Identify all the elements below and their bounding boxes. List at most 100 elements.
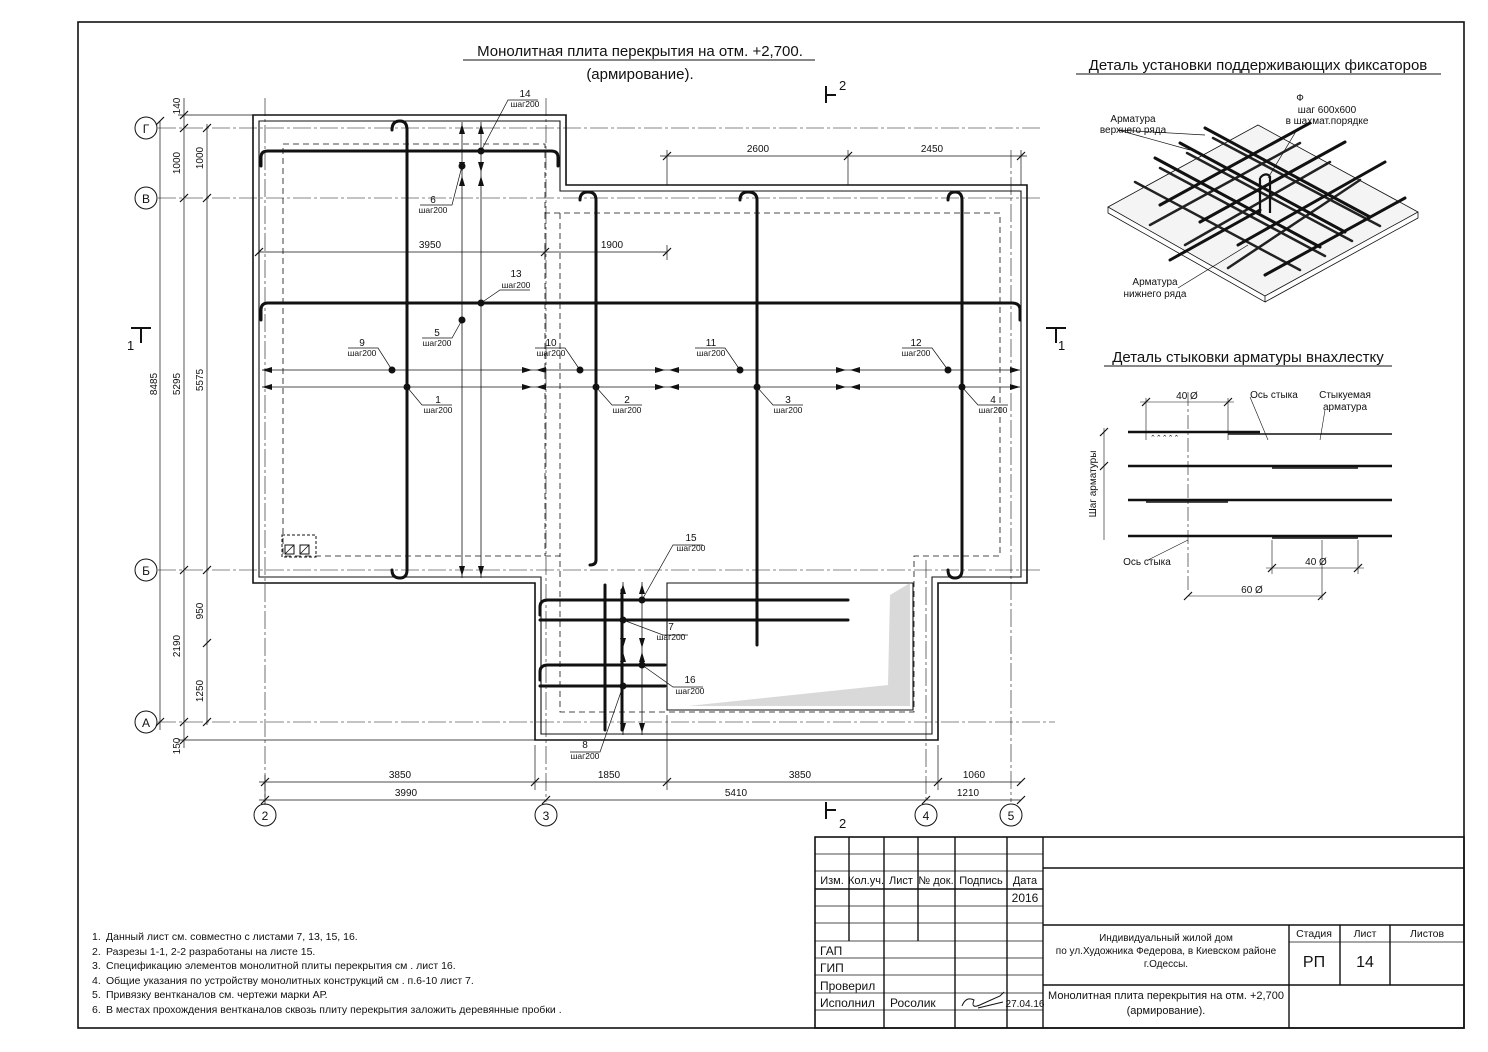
mark-15: 15: [685, 533, 697, 544]
dim-bottom-1210: 1210: [957, 788, 980, 799]
stamp-stage: РП: [1303, 954, 1325, 971]
dim-left-5295: 5295: [172, 372, 183, 395]
detail-fixators: Деталь установки поддерживающих фиксатор…: [1076, 57, 1441, 303]
axis-col-4: 4: [923, 809, 930, 823]
note-item: 5.Привязку вентканалов см. чертежи марки…: [92, 989, 328, 1002]
step-9: шаг200: [348, 348, 377, 358]
step-13: шаг200: [502, 280, 531, 290]
dim-left-2190: 2190: [172, 634, 183, 657]
detail2-axis-label: Ось стыка: [1250, 390, 1298, 401]
stamp-role-gip: ГИП: [820, 961, 844, 975]
note-item: 4.Общие указания по устройству монолитны…: [92, 974, 474, 987]
leaders: [348, 99, 1008, 753]
step-14: шаг200: [511, 99, 540, 109]
stamp-stage-h: Стадия: [1296, 928, 1332, 940]
mark-3: 3: [785, 395, 791, 406]
detail2-rebar-label1: Стыкуемая: [1319, 390, 1371, 401]
mark-14: 14: [519, 89, 531, 100]
section-marks: [131, 86, 1066, 819]
dim-total-8485: 8485: [149, 372, 160, 395]
detail1-bottom-label1: Арматура: [1132, 277, 1178, 288]
detail1-bottom-label2: нижнего ряда: [1124, 289, 1187, 300]
note-item: 2.Разрезы 1-1, 2-2 разработаны на листе …: [92, 945, 316, 958]
vent-channels: [281, 534, 317, 558]
note-item: 3.Спецификацию элементов монолитной плит…: [92, 960, 456, 973]
axis-row-a: А: [142, 716, 150, 730]
detail-lap-splice: Деталь стыковки арматуры внахлестку: [1088, 349, 1392, 601]
stamp-sheet: 14: [1356, 954, 1374, 971]
mark-9: 9: [359, 338, 365, 349]
row-axis-markers: Г В Б А: [134, 116, 158, 734]
dim-inner-5575: 5575: [195, 368, 206, 391]
stamp-col-sign: Подпись: [959, 875, 1003, 887]
mark-12: 12: [910, 338, 922, 349]
step-6: шаг200: [419, 205, 448, 215]
dim-left-1000a: 1000: [172, 151, 183, 174]
mark-8: 8: [582, 740, 588, 751]
detail1-title: Деталь установки поддерживающих фиксатор…: [1089, 57, 1428, 74]
mark-7: 7: [668, 622, 674, 633]
stamp-project-2: по ул.Художника Федерова, в Киевском рай…: [1056, 946, 1277, 957]
stamp-role-gap: ГАП: [820, 944, 842, 958]
mark-10: 10: [545, 338, 557, 349]
dimension-texts: 140 1000 5295 2190 150 1000 5575 950 125…: [149, 97, 986, 799]
stamp-project-1: Индивидуальный жилой дом: [1099, 933, 1233, 944]
detail1-top-label1: Арматура: [1110, 114, 1156, 125]
axis-row-b: Б: [142, 564, 150, 578]
dim-inner-1250: 1250: [195, 679, 206, 702]
stamp-sheet-title-1: Монолитная плита перекрытия на отм. +2,7…: [1048, 990, 1284, 1002]
dim-top-2600: 2600: [747, 144, 770, 155]
stamp-col-date: Дата: [1013, 875, 1038, 887]
stamp-sheet-h: Лист: [1354, 928, 1377, 940]
detail1-phi-label2: в шахмат.порядке: [1286, 116, 1369, 127]
dim-bottom-1060: 1060: [963, 770, 986, 781]
detail1-top-label2: верхнего ряда: [1100, 125, 1167, 136]
signature: [961, 991, 1005, 1009]
dim-inner-950: 950: [195, 602, 206, 619]
plan-title-line1: Монолитная плита перекрытия на отм. +2,7…: [477, 43, 803, 60]
dim-bottom-3990: 3990: [395, 788, 418, 799]
rebar-labels: 1 шаг200 2 шаг200 3 шаг200 4 шаг200 5 ша…: [348, 89, 1008, 761]
dim-bottom-3850b: 3850: [789, 770, 812, 781]
step-4: шаг200: [979, 405, 1008, 415]
detail2-axis-label2: Ось стыка: [1123, 557, 1171, 568]
section-2-bottom: 2: [839, 816, 846, 831]
step-12: шаг200: [902, 348, 931, 358]
axis-row-g: Г: [143, 122, 150, 136]
detail2-rebar-label2: арматура: [1323, 402, 1367, 413]
step-8: шаг200: [571, 751, 600, 761]
stamp-executor: Росолик: [890, 996, 936, 1010]
dim-bottom-1850: 1850: [598, 770, 621, 781]
rebar-dots: [388, 147, 966, 690]
dim-bottom-5410: 5410: [725, 788, 748, 799]
step-5: шаг200: [423, 338, 452, 348]
stamp-project-3: г.Одессы.: [1144, 959, 1188, 970]
step-7: шаг200: [657, 632, 686, 642]
mark-4: 4: [990, 395, 996, 406]
sheet-frame: [77, 21, 1465, 1029]
mark-1: 1: [435, 395, 441, 406]
note-item: 1.Данный лист см. совместно с листами 7,…: [92, 931, 358, 943]
mark-6: 6: [430, 195, 436, 206]
stamp-sheet-title-2: (армирование).: [1127, 1005, 1206, 1017]
dim-left-140: 140: [172, 97, 183, 114]
stamp-role-checked: Проверил: [820, 979, 875, 993]
section-1-left: 1: [127, 338, 134, 353]
mark-11: 11: [706, 338, 717, 349]
note-item: 6.В местах прохождения вентканалов сквоз…: [92, 1003, 562, 1016]
stamp-col-kolvo: Кол.уч.: [848, 875, 884, 887]
axis-col-2: 2: [262, 809, 269, 823]
section-1-right: 1: [1058, 338, 1065, 353]
detail2-step-label: Шаг арматуры: [1088, 451, 1099, 518]
general-notes: 1.Данный лист см. совместно с листами 7,…: [92, 930, 562, 1018]
mark-16: 16: [684, 675, 696, 686]
detail1-phi-label1: шаг 600х600: [1298, 105, 1357, 116]
dim-inner-3950: 3950: [419, 240, 442, 251]
detail1-phi: Ф: [1296, 93, 1304, 104]
stamp-role-exec: Исполнил: [820, 996, 875, 1010]
detail2-dim-bottom: 60 Ø: [1241, 585, 1263, 596]
step-15: шаг200: [677, 543, 706, 553]
step-3: шаг200: [774, 405, 803, 415]
step-2: шаг200: [613, 405, 642, 415]
